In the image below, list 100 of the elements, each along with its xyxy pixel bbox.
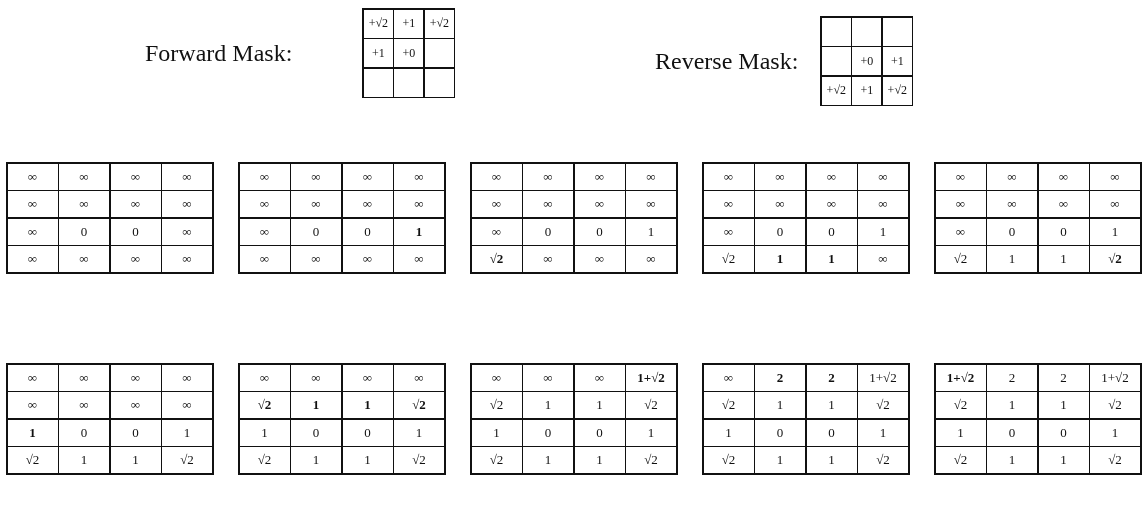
value-cell: √2 [626,447,676,473]
value-cell: 1 [7,419,58,446]
value-cell: ∞ [239,163,290,190]
value-cell: 1 [755,447,805,473]
value-cell: 1 [858,419,908,446]
value-cell: √2 [394,447,444,473]
value-cell: 0 [755,419,805,446]
value-cell: ∞ [239,191,290,217]
value-cell: 0 [59,419,109,446]
value-cell: ∞ [1090,191,1140,217]
value-cell: ∞ [291,163,341,190]
value-cell: 2 [987,364,1037,391]
value-cell: ∞ [574,246,625,272]
value-cell: ∞ [574,364,625,391]
value-cell: ∞ [626,191,676,217]
value-cell: ∞ [626,163,676,190]
value-cell: ∞ [574,163,625,190]
value-cell: +√2 [882,76,912,105]
value-cell: 1 [755,392,805,418]
value-cell: ∞ [394,191,444,217]
value-cell: √2 [858,447,908,473]
value-cell: √2 [703,447,754,473]
value-cell: ∞ [703,364,754,391]
value-cell: 1+√2 [935,364,986,391]
value-cell: 0 [523,218,573,245]
value-cell: 1 [162,419,212,446]
value-cell: ∞ [7,191,58,217]
value-cell: 0 [806,419,857,446]
value-cell: ∞ [239,364,290,391]
value-cell: 1 [1090,419,1140,446]
value-cell: 1 [1038,246,1089,272]
value-cell: 1 [574,447,625,473]
value-cell: ∞ [755,191,805,217]
value-cell: ∞ [858,191,908,217]
value-cell: √2 [239,392,290,418]
value-cell: ∞ [394,163,444,190]
value-cell: √2 [162,447,212,473]
value-cell: 0 [1038,419,1089,446]
value-cell: ∞ [523,191,573,217]
value-cell: 1 [987,447,1037,473]
value-cell: ∞ [59,392,109,418]
value-cell: 1+√2 [1090,364,1140,391]
value-cell: 1 [1038,392,1089,418]
value-cell: ∞ [59,163,109,190]
value-cell: ∞ [394,364,444,391]
value-cell: ∞ [703,218,754,245]
value-cell: ∞ [110,364,161,391]
value-cell: ∞ [110,163,161,190]
value-cell: 0 [291,218,341,245]
value-cell: 1 [858,218,908,245]
value-cell: ∞ [7,364,58,391]
value-cell: √2 [626,392,676,418]
mask-heading: Forward Mask: [145,39,293,67]
value-cell: ∞ [858,246,908,272]
value-cell: ∞ [1038,191,1089,217]
value-cell: ∞ [471,163,522,190]
value-cell: √2 [858,392,908,418]
value-cell: ∞ [1090,163,1140,190]
value-cell: ∞ [987,163,1037,190]
value-cell: ∞ [755,163,805,190]
value-cell: 1 [523,392,573,418]
value-cell: 1 [987,392,1037,418]
value-cell: ∞ [935,163,986,190]
value-cell: 0 [987,419,1037,446]
value-cell: 1 [342,447,393,473]
value-cell: 1 [755,246,805,272]
value-cell: √2 [1090,447,1140,473]
value-cell: 0 [523,419,573,446]
value-cell: 1 [703,419,754,446]
value-cell: 0 [574,218,625,245]
value-cell: +1 [882,47,912,75]
value-cell: √2 [471,447,522,473]
value-cell: ∞ [291,246,341,272]
value-cell: ∞ [987,191,1037,217]
value-cell: √2 [935,447,986,473]
mask-heading: Reverse Mask: [655,47,799,75]
value-cell: ∞ [59,191,109,217]
value-cell: √2 [1090,392,1140,418]
value-cell: 1 [471,419,522,446]
value-cell: ∞ [394,246,444,272]
value-cell: √2 [7,447,58,473]
value-cell: √2 [703,392,754,418]
value-cell: 0 [342,419,393,446]
value-cell: ∞ [342,191,393,217]
value-cell: 1 [394,218,444,245]
value-cell: 1 [110,447,161,473]
value-cell: 0 [59,218,109,245]
value-cell: 1 [59,447,109,473]
value-cell: ∞ [935,191,986,217]
value-cell: ∞ [162,392,212,418]
value-cell: 0 [987,218,1037,245]
value-cell: ∞ [523,163,573,190]
value-cell: 0 [110,218,161,245]
value-cell: 0 [574,419,625,446]
value-cell: ∞ [1038,163,1089,190]
value-cell: 1 [342,392,393,418]
value-cell: 0 [342,218,393,245]
value-cell: √2 [1090,246,1140,272]
value-cell: ∞ [7,218,58,245]
value-cell: 0 [110,419,161,446]
